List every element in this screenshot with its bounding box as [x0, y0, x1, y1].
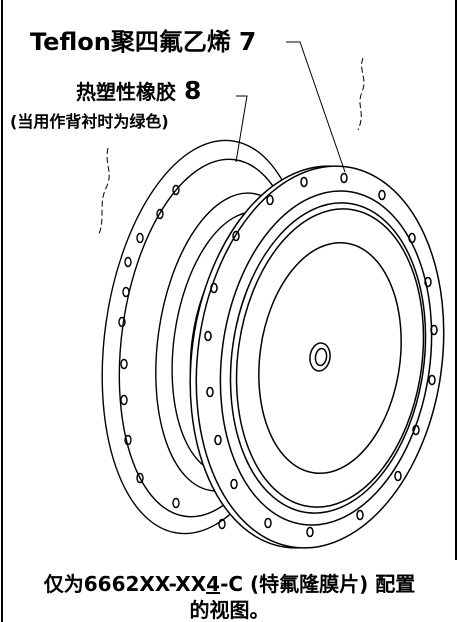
teflon-ring-3 [258, 241, 402, 475]
caption-line-1-underlined: 4 [206, 572, 221, 596]
teflon-diaphragm-7 [189, 165, 445, 549]
break-lines [97, 57, 365, 237]
caption-line-1-post: -C (特氟隆膜片) 配置 [220, 572, 416, 596]
teflon-outer-flange [195, 165, 445, 549]
leader-teflon [286, 41, 346, 173]
label-teflon-text: Teflon聚四氟乙烯 [30, 28, 231, 56]
caption-line-2: 的视图。 [189, 598, 270, 622]
leader-lines [235, 41, 346, 173]
break-line-right [357, 57, 365, 131]
teflon-hub-inner [314, 347, 328, 367]
teflon-ring-2 [235, 208, 425, 508]
label-teflon-number: 7 [238, 27, 257, 56]
teflon-ring-1 [229, 202, 427, 514]
label-rubber-number: 8 [184, 76, 202, 105]
teflon-hub-outer [309, 342, 331, 372]
label-rubber-text: 热塑性橡胶 [76, 80, 176, 104]
label-rubber: 热塑性橡胶 8 [76, 76, 201, 105]
leader-rubber [235, 95, 248, 163]
label-rubber-note: (当用作背衬时为绿色) [10, 112, 169, 131]
break-line-left [97, 147, 110, 237]
teflon-inner-flange [219, 190, 433, 526]
caption-line-1-pre: 仅为6662XX-XX [43, 572, 207, 596]
caption-line-1: 仅为6662XX-XX4-C (特氟隆膜片) 配置 [0, 568, 459, 597]
